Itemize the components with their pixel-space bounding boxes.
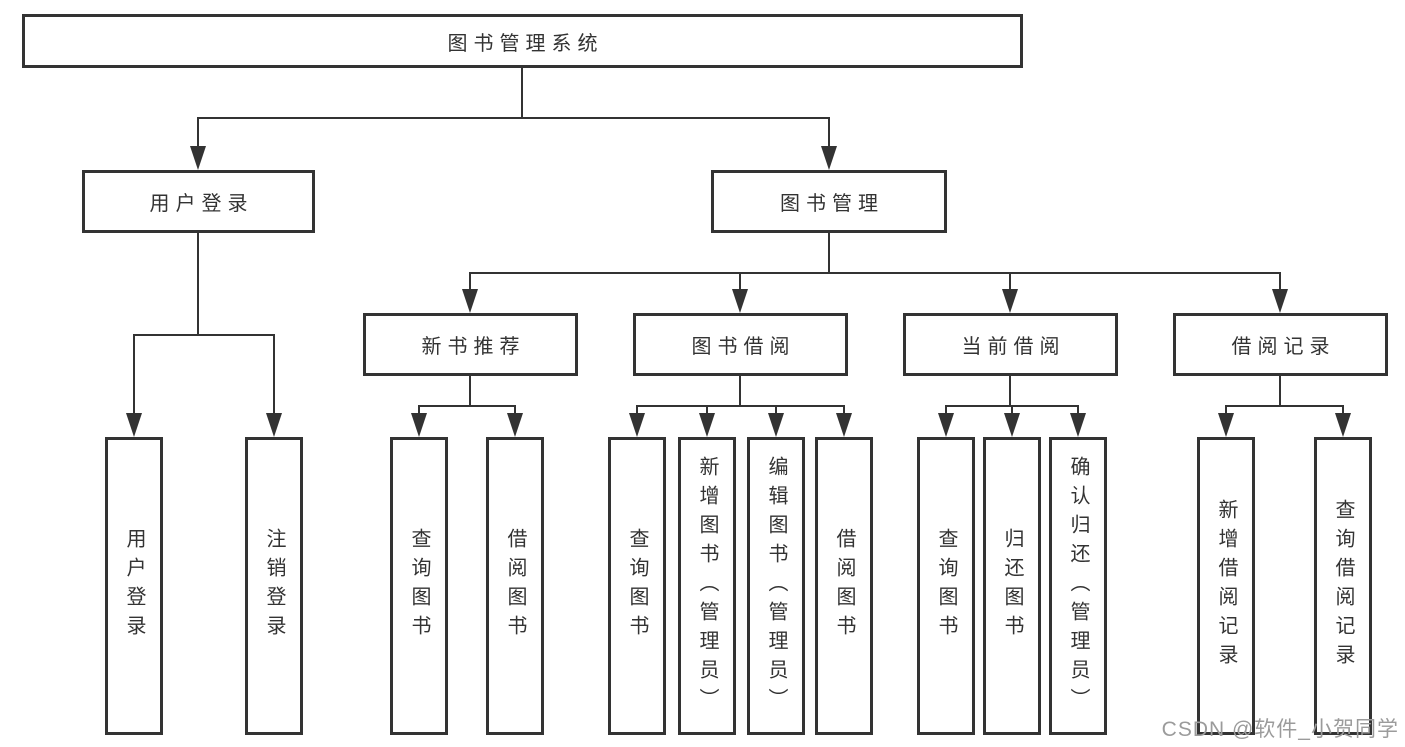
- leaf-br-add-record: 新增借阅记录: [1197, 437, 1255, 735]
- leaf-bb-add-books-admin-label: 新增图书（管理员）: [696, 455, 718, 717]
- node-new-book-recommend-label: 新书推荐: [421, 336, 526, 358]
- leaf-bb-borrow-books-label: 借阅图书: [833, 528, 855, 644]
- node-book-borrowing: 图书借阅: [633, 313, 848, 376]
- leaf-cb-confirm-return-admin: 确认归还（管理员）: [1049, 437, 1107, 735]
- node-book-borrowing-label: 图书借阅: [691, 336, 796, 358]
- leaf-bb-query-books: 查询图书: [608, 437, 666, 735]
- node-new-book-recommend: 新书推荐: [363, 313, 578, 376]
- node-book-management-label: 图书管理: [780, 193, 884, 215]
- leaf-logout-label: 注销登录: [263, 528, 285, 644]
- leaf-cb-return-books-label: 归还图书: [1001, 528, 1023, 644]
- connector-lines: [133, 67, 1344, 419]
- leaf-cb-return-books: 归还图书: [983, 437, 1041, 735]
- leaf-br-query-record: 查询借阅记录: [1314, 437, 1372, 735]
- leaf-cb-query-books: 查询图书: [917, 437, 975, 735]
- leaf-user-login: 用户登录: [105, 437, 163, 735]
- node-borrow-records: 借阅记录: [1173, 313, 1388, 376]
- leaf-nb-borrow-books-label: 借阅图书: [504, 528, 526, 644]
- watermark: CSDN @软件_小贺同学: [1161, 718, 1399, 741]
- leaf-bb-add-books-admin: 新增图书（管理员）: [678, 437, 736, 735]
- leaf-nb-query-books-label: 查询图书: [408, 528, 430, 644]
- leaf-bb-edit-books-admin-label: 编辑图书（管理员）: [765, 455, 787, 717]
- leaf-cb-confirm-return-admin-label: 确认归还（管理员）: [1067, 455, 1089, 717]
- leaf-logout: 注销登录: [245, 437, 303, 735]
- leaf-cb-query-books-label: 查询图书: [935, 528, 957, 644]
- arrowhead-icons: [126, 146, 1351, 437]
- node-book-management: 图书管理: [711, 170, 947, 233]
- node-current-borrowing-label: 当前借阅: [961, 336, 1066, 358]
- leaf-user-login-label: 用户登录: [123, 528, 145, 644]
- node-user-login-label: 用户登录: [149, 193, 254, 215]
- leaf-nb-borrow-books: 借阅图书: [486, 437, 544, 735]
- node-root-label: 图书管理系统: [447, 32, 604, 55]
- leaf-br-query-record-label: 查询借阅记录: [1332, 499, 1354, 673]
- leaf-bb-edit-books-admin: 编辑图书（管理员）: [747, 437, 805, 735]
- node-user-login: 用户登录: [82, 170, 315, 233]
- leaf-bb-borrow-books: 借阅图书: [815, 437, 873, 735]
- leaf-bb-query-books-label: 查询图书: [626, 528, 648, 644]
- node-current-borrowing: 当前借阅: [903, 313, 1118, 376]
- node-borrow-records-label: 借阅记录: [1231, 336, 1336, 358]
- leaf-nb-query-books: 查询图书: [390, 437, 448, 735]
- node-root: 图书管理系统: [22, 14, 1023, 68]
- leaf-br-add-record-label: 新增借阅记录: [1215, 499, 1237, 673]
